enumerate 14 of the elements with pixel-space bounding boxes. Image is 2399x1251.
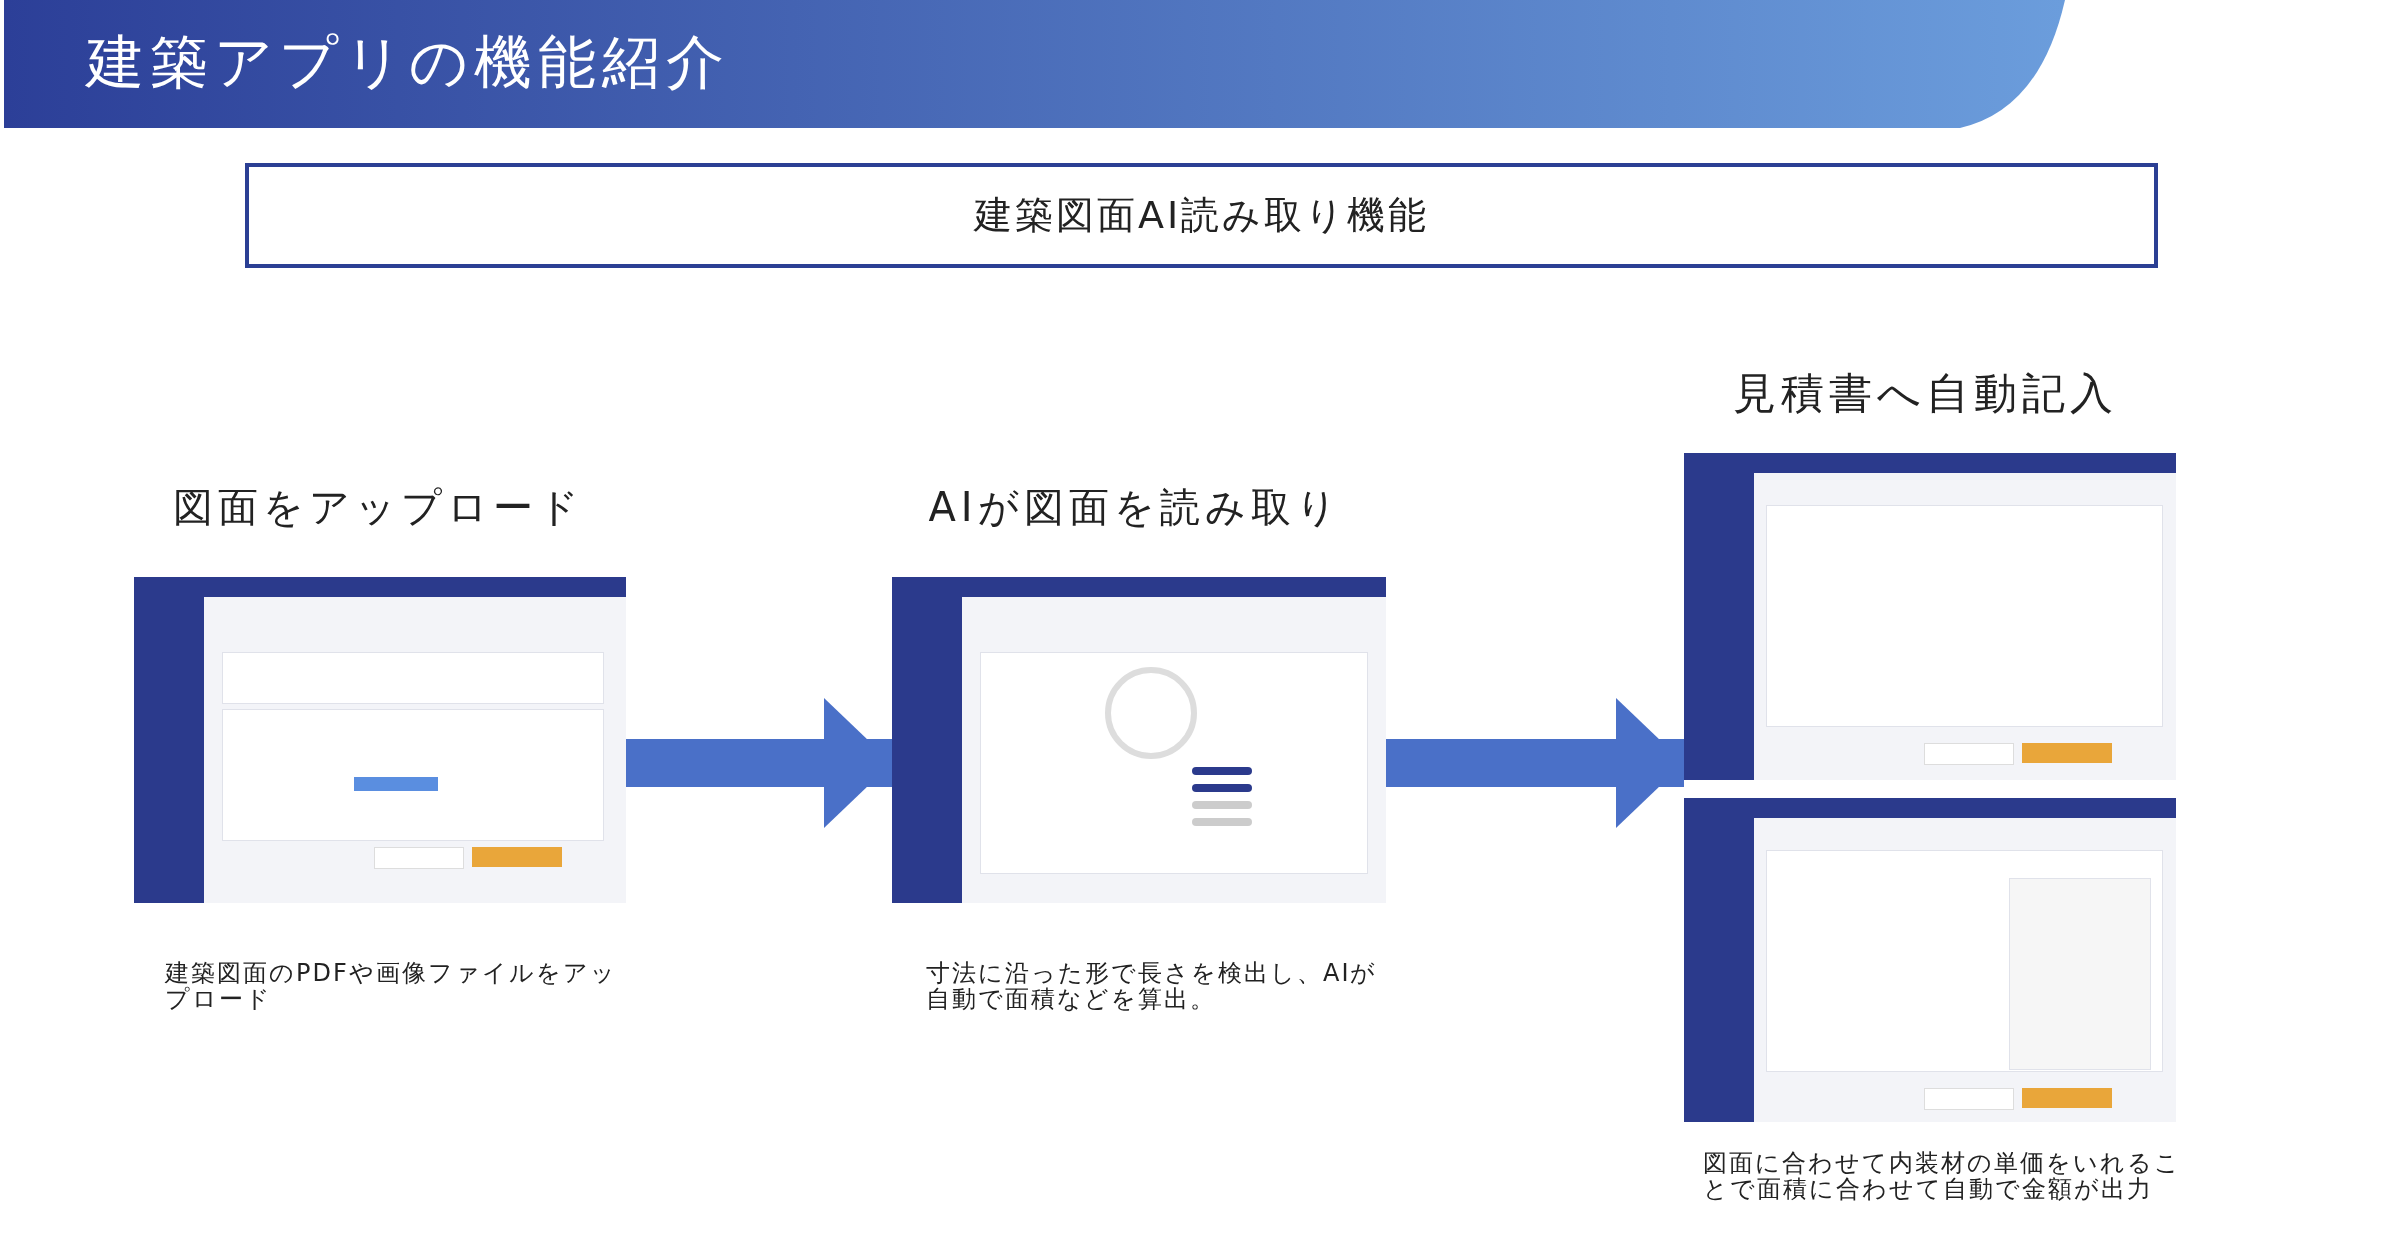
stage-heading: 見積書へ自動記入 <box>1731 367 2119 420</box>
block-arrow <box>1386 698 1684 828</box>
page-title: 建築アプリの機能紹介 <box>86 27 730 98</box>
stage-description: 図面に合わせて内装材の単価をいれることで面積に合わせて自動で金額が出力 <box>1703 1150 2182 1202</box>
stage-heading: AIが図面を読み取り <box>927 483 1343 532</box>
section-heading-box: 建築図面AI読み取り機能 <box>245 163 2158 268</box>
block-arrow <box>626 698 892 828</box>
stage-description: 建築図面のPDFや画像ファイルをアップロード <box>165 960 618 1012</box>
app-screen-drawing <box>892 577 1386 903</box>
stage-description: 寸法に沿った形で長さを検出し、AIが自動で面積などを算出。 <box>926 960 1379 1012</box>
app-screen-drawing <box>1684 453 2176 780</box>
stage-heading: 図面をアップロード <box>171 483 585 532</box>
app-screen-drawing <box>134 577 626 903</box>
app-screen-drawing <box>1684 798 2176 1122</box>
